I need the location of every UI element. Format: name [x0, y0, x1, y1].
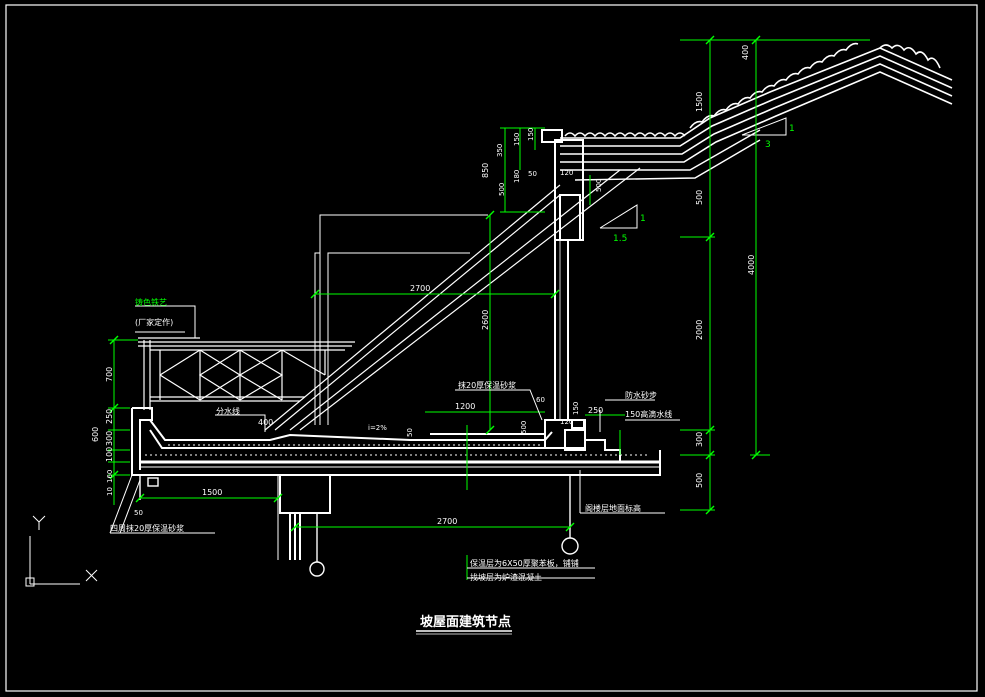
- beam: [277, 474, 331, 560]
- dim-250: 250: [588, 406, 603, 415]
- label-slope: i=2%: [368, 424, 387, 432]
- parapet-wall: [541, 129, 584, 420]
- roof-tiles: [560, 42, 953, 163]
- label-mortar-bottom: 四周抹20厚保温砂浆: [110, 523, 184, 533]
- ucs-icon: [25, 515, 98, 587]
- drawing-title: 坡屋面建筑节点: [420, 614, 511, 630]
- label-eave-line: 150高滴水线: [625, 409, 672, 419]
- label-mortar-top: 抹20厚保温砂浆: [458, 380, 516, 390]
- dim-2600: 2600: [481, 310, 490, 330]
- dim-60: 60: [536, 396, 545, 404]
- dim-700: 700: [105, 367, 114, 382]
- slope1-h: 3: [765, 140, 771, 150]
- dim-50: 50: [528, 170, 537, 178]
- slope1-v: 1: [789, 124, 795, 134]
- dim-150: 150: [513, 133, 521, 146]
- left-post: [139, 475, 159, 500]
- slope-marker-upper: [741, 117, 787, 136]
- dim-2700-top: 2700: [410, 284, 430, 293]
- dim-160: 160: [106, 470, 114, 483]
- dim-50-bottom: 50: [134, 509, 143, 517]
- dim-300: 300: [695, 432, 704, 447]
- dim-150c: 150: [527, 128, 535, 141]
- label-waterproof: 防水砂步: [625, 390, 657, 400]
- leader-lines: [109, 305, 680, 579]
- label-slope-layer: 找坡层为炉渣混凝土: [470, 572, 542, 582]
- dim-1200: 1200: [455, 402, 475, 411]
- dim-180: 180: [513, 170, 521, 183]
- label-floor-elev: 阁楼层地面标高: [585, 503, 641, 513]
- title-underline: [416, 630, 512, 635]
- dim-500-c: 500: [498, 183, 506, 196]
- dimension-ticks: [109, 35, 761, 532]
- dim-150b: 150: [572, 402, 580, 415]
- dim-500-d: 500: [595, 179, 603, 192]
- label-insulation: 保温层为6X50厚聚苯板，铺铺: [470, 558, 579, 568]
- dim-850: 850: [481, 163, 490, 178]
- roof-slab: [560, 129, 761, 181]
- label-railing-line1: 铸色铁艺: [135, 297, 167, 307]
- railing: [138, 337, 355, 410]
- dim-400-drain: 400: [258, 418, 273, 427]
- stair-diagonal: [264, 167, 641, 431]
- dim-2700-bottom: 2700: [437, 517, 457, 526]
- dim-250b: 250: [105, 409, 114, 424]
- label-railing-line2: (厂家定作): [135, 317, 173, 327]
- dim-500-e: 500: [520, 421, 528, 434]
- dim-2000: 2000: [695, 320, 704, 340]
- slope2-v: 1: [640, 214, 646, 224]
- dim-100: 100: [105, 447, 114, 462]
- dim-120b: 120: [560, 418, 573, 426]
- dimension-lines: [108, 39, 870, 580]
- dim-600: 600: [91, 427, 100, 442]
- drawing-frame: [5, 4, 978, 692]
- slope-marker-lower: [599, 204, 638, 229]
- dim-300b: 300: [105, 431, 114, 446]
- dim-10: 10: [106, 487, 114, 496]
- dim-400-top: 400: [741, 45, 750, 60]
- slope2-h: 1.5: [613, 234, 627, 244]
- dim-500-a: 500: [695, 190, 704, 205]
- dim-500-b: 500: [695, 473, 704, 488]
- floor-hatch: [145, 444, 650, 456]
- dim-50b: 50: [406, 428, 414, 437]
- building-outline: [314, 214, 488, 425]
- dim-1500-bottom: 1500: [202, 488, 222, 497]
- dim-120: 120: [560, 169, 573, 177]
- dim-1500-right: 1500: [695, 92, 704, 112]
- dim-350: 350: [496, 144, 504, 157]
- dim-4000: 4000: [747, 255, 756, 275]
- label-drain-line: 分水线: [216, 406, 240, 416]
